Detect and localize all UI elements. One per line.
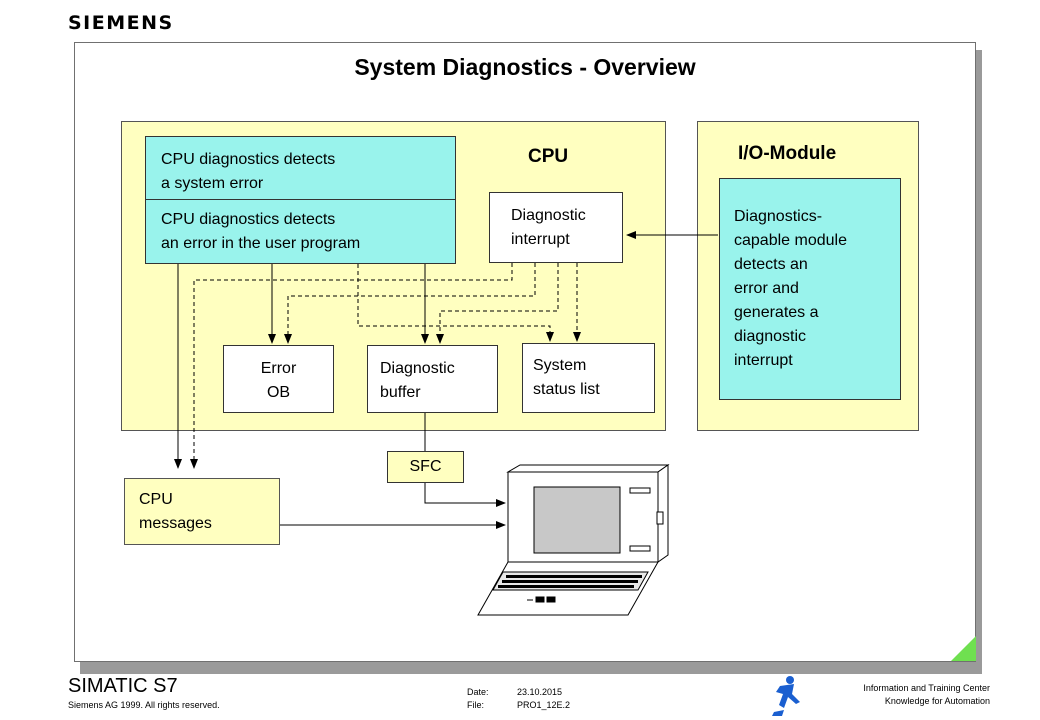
diagnostic-buffer-box [367, 345, 498, 413]
diagnostic-buffer-text: Diagnostic buffer [380, 360, 455, 401]
dashed-to-diag-buffer [436, 263, 559, 344]
footer-file-label: File: [467, 700, 485, 710]
diagnostic-interrupt-text: Diagnostic interrupt [511, 207, 586, 248]
footer-center-line1: Information and Training Center [863, 683, 990, 693]
training-center-logo-icon [772, 676, 800, 716]
diagnostic-interrupt-box [489, 192, 623, 263]
footer-date-label: Date: [467, 687, 489, 697]
cpu-diagnostics-box [145, 136, 456, 264]
footer-center-info: Information and Training Center Knowledg… [800, 682, 990, 708]
error-ob-box [223, 345, 334, 413]
dashed-user-to-status-list [357, 264, 554, 342]
siemens-logo: SIEMENS [68, 12, 174, 34]
diagnostics-capable-module-box [719, 178, 901, 400]
system-error-text: CPU diagnostics detects a system error [161, 151, 336, 192]
page-curl-corner [951, 636, 976, 661]
error-ob-text: Error OB [260, 360, 297, 401]
diagnostics-capable-module-text: Diagnostics- capable module detects an e… [734, 208, 847, 369]
cpu-messages-text: CPU messages [139, 491, 212, 532]
dashed-to-cpu-messages [190, 263, 513, 469]
footer-copyright: Siemens AG 1999. All rights reserved. [68, 700, 220, 710]
slide-title: System Diagnostics - Overview [354, 54, 696, 80]
cpu-diagnostics-divider [145, 199, 456, 200]
dashed-to-error-ob [284, 263, 536, 344]
programming-device-icon [477, 464, 670, 616]
io-module-title: I/O-Module [738, 143, 837, 164]
footer-file-value: PRO1_12E.2 [517, 700, 571, 710]
footer-product: SIMATIC S7 [68, 675, 178, 697]
sfc-box: SFC [387, 451, 464, 483]
footer-center-line2: Knowledge for Automation [884, 696, 990, 706]
footer-date-value: 23.10.2015 [517, 687, 563, 697]
user-program-error-text: CPU diagnostics detects an error in the … [161, 211, 361, 252]
cpu-panel-title: CPU [528, 146, 569, 167]
system-status-list-text: System status list [533, 357, 600, 398]
sfc-to-pg-arrow [424, 483, 506, 507]
system-status-list-box [522, 343, 655, 413]
cpu-messages-box [124, 478, 280, 545]
